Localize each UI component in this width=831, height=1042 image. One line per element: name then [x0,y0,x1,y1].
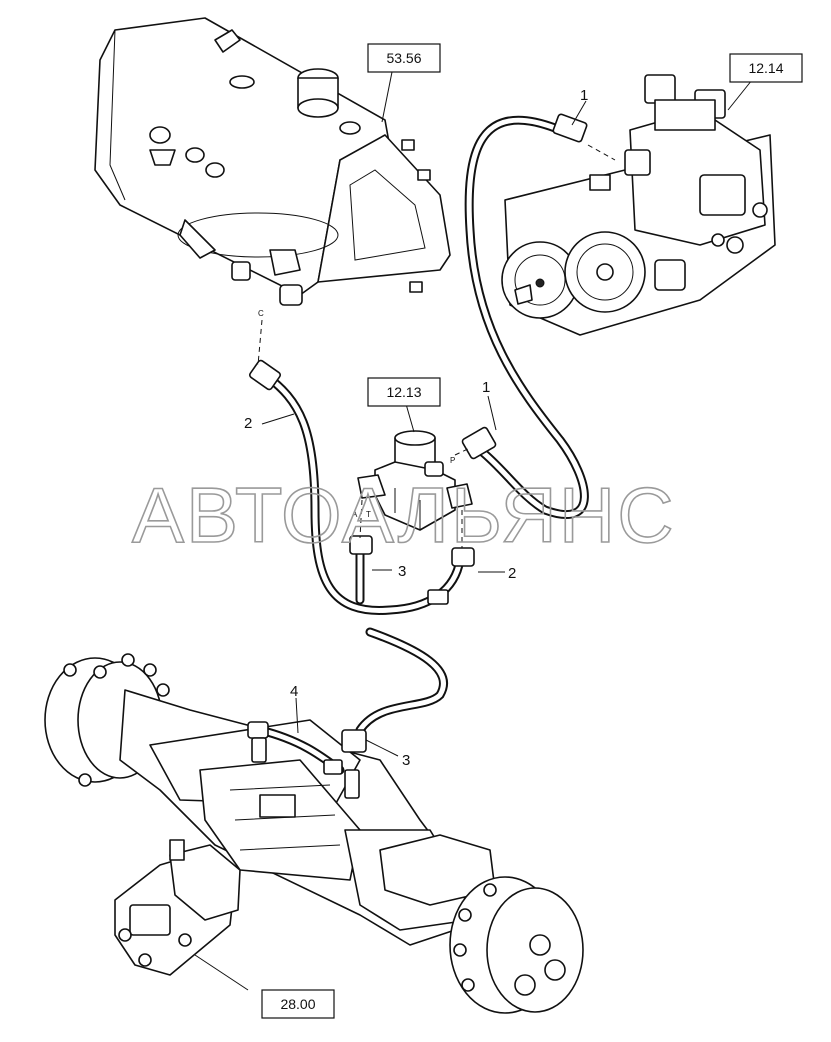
dashed-connectors [257,144,616,548]
ref-pump-label: 12.14 [748,60,783,76]
hose-2 [248,359,475,615]
watermark: АВТОАЛЬЯНС [132,471,676,559]
tank-port-label: C [258,309,264,318]
callout-hose-3-mid: 3 [398,563,406,580]
callout-hose-4: 4 [290,683,298,700]
callout-hose-2-left: 2 [244,415,252,432]
hydraulic-pump [501,74,776,336]
directional-valve: P A T [352,430,473,531]
hydraulic-tank: C [94,17,451,318]
ref-box-valve[interactable]: 12.13 [367,377,441,407]
ref-valve-label: 12.13 [386,384,421,400]
hydraulic-motor [114,839,241,976]
callout-hose-1-mid: 1 [482,379,490,396]
ref-box-pump[interactable]: 12.14 [729,53,803,83]
ref-tank-label: 53.56 [386,50,421,66]
ref-box-tank[interactable]: 53.56 [367,43,441,73]
hose-3 [341,535,448,753]
hose-4 [247,721,360,799]
ref-motor-label: 28.00 [280,996,315,1012]
valve-port-a: A [352,510,358,519]
hose-1 [461,113,589,520]
leader-lines [194,71,753,991]
valve-port-t: T [366,510,371,519]
callout-hose-1-top: 1 [580,87,588,104]
drive-axle [44,653,584,1014]
valve-port-p: P [450,456,455,465]
ref-box-motor[interactable]: 28.00 [261,989,335,1019]
callout-hose-2-right: 2 [508,565,516,582]
callout-hose-3-bottom: 3 [402,752,410,769]
